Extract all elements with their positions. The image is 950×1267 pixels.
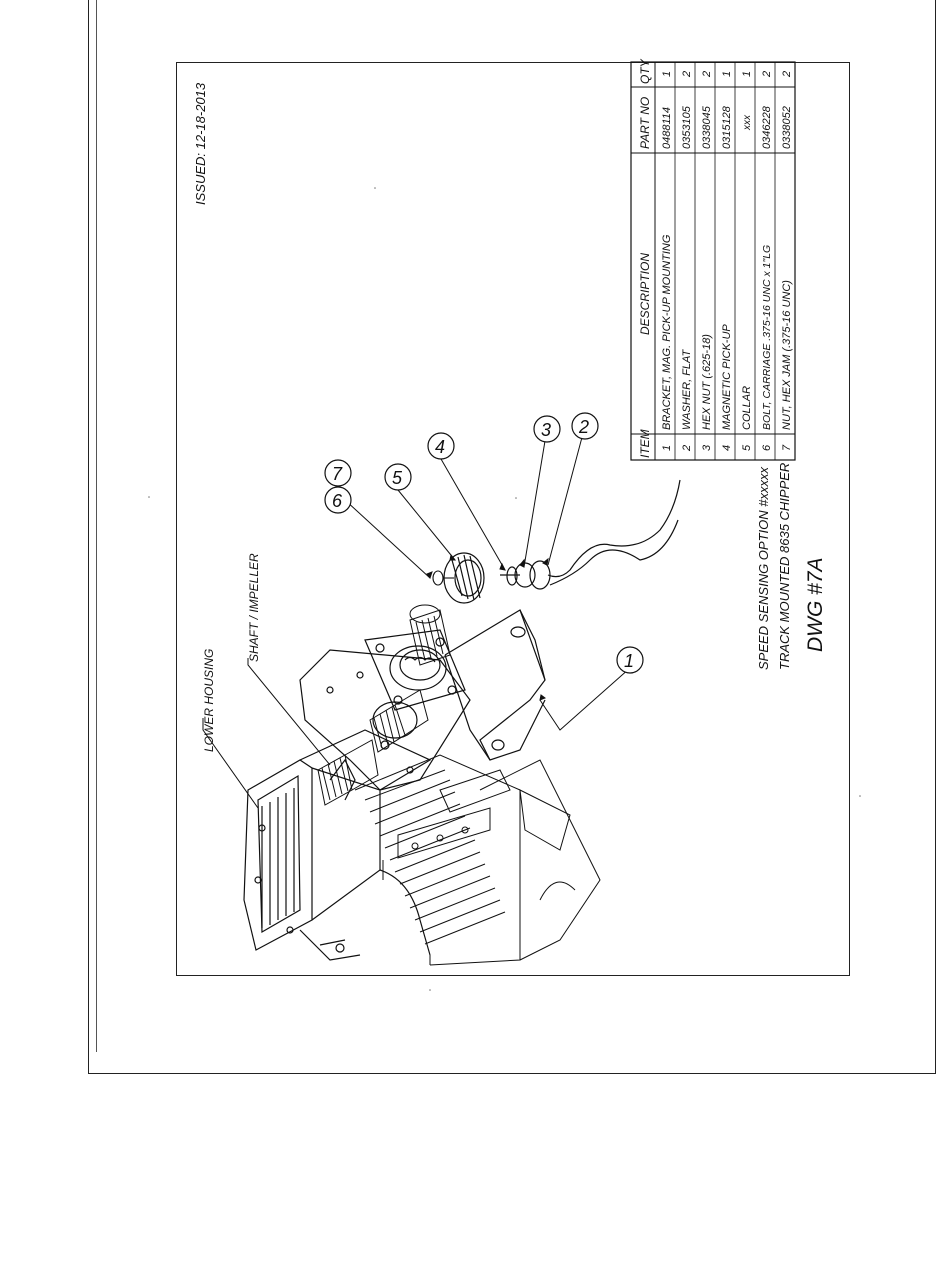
row-qty: 2 [761, 71, 773, 78]
issued-date: ISSUED: 12-18-2013 [193, 82, 208, 205]
callout-4-label: 4 [435, 437, 445, 457]
callout-6: 6 [324, 486, 352, 514]
lower-housing [243, 729, 432, 961]
table-row: 5 COLLAR xxx 1 [741, 71, 753, 451]
callout-1-label: 1 [624, 651, 634, 671]
row-part-no: 0353105 [681, 105, 693, 149]
table-header-item: ITEM [638, 429, 652, 458]
row-qty: 1 [661, 71, 673, 77]
row-qty: 1 [721, 71, 733, 77]
row-description: MAGNETIC PICK-UP [721, 324, 733, 430]
flange-bearing [364, 629, 466, 711]
housing-ribs [354, 754, 601, 966]
table-row: 6 BOLT, CARRIAGE .375-16 UNC x 1"LG 0346… [761, 71, 773, 451]
callout-5-label: 5 [392, 468, 403, 488]
row-item: 2 [681, 445, 693, 452]
row-item: 5 [741, 444, 753, 451]
callout-4: 4 [427, 432, 455, 460]
row-description: BRACKET, MAG. PICK-UP MOUNTING [661, 234, 673, 430]
callout-3: 3 [533, 415, 561, 443]
callout-7-label: 7 [332, 464, 343, 484]
row-item: 1 [661, 445, 673, 451]
row-part-no: 0338045 [701, 105, 713, 149]
row-item: 3 [701, 444, 713, 451]
callout-2: 2 [571, 412, 599, 440]
drawing-number: DWG #7A [804, 557, 827, 652]
table-row: 1 BRACKET, MAG. PICK-UP MOUNTING 0488114… [661, 71, 673, 451]
callout-7: 7 [324, 459, 352, 487]
title-line-2: TRACK MOUNTED 8635 CHIPPER [777, 463, 792, 670]
drawing-sheet [176, 62, 850, 976]
scan-speckles [148, 187, 861, 991]
row-item: 4 [721, 445, 733, 451]
row-qty: 2 [681, 71, 693, 78]
row-part-no: 0315128 [721, 105, 733, 149]
table-header-description: DESCRIPTION [638, 253, 652, 335]
table-row: 3 HEX NUT (.625-18) 0338045 2 [701, 71, 713, 451]
table-row: 2 WASHER, FLAT 0353105 2 [681, 71, 693, 452]
row-description: HEX NUT (.625-18) [701, 334, 713, 430]
margin-rule [96, 0, 97, 1052]
label-lower-housing: LOWER HOUSING [202, 649, 216, 752]
table-header-qty: QTY [638, 58, 652, 84]
row-item: 6 [761, 444, 773, 451]
label-shaft-impeller: SHAFT / IMPELLER [247, 553, 261, 662]
row-qty: 2 [701, 71, 713, 78]
carriage-bolt-and-nut [432, 570, 454, 586]
callout-2-label: 2 [578, 417, 589, 437]
row-description: BOLT, CARRIAGE .375-16 UNC x 1"LG [761, 245, 773, 430]
row-part-no: 0488114 [661, 107, 673, 149]
callout-1: 1 [616, 646, 644, 674]
leader-lines [202, 425, 631, 809]
row-part-no: xxx [742, 114, 753, 131]
row-qty: 1 [741, 71, 753, 77]
row-part-no: 0346228 [761, 105, 773, 149]
magnetic-pickup [500, 479, 681, 590]
callout-5: 5 [384, 463, 412, 491]
callout-3-label: 3 [541, 420, 551, 440]
row-item: 7 [781, 444, 793, 451]
page-frame [88, 0, 936, 1074]
callout-6-label: 6 [332, 491, 343, 511]
row-description: NUT, HEX JAM (.375-16 UNC) [781, 280, 793, 430]
title-line-1: SPEED SENSING OPTION #xxxxx [756, 467, 771, 670]
mounting-plate [299, 649, 471, 791]
row-description: COLLAR [741, 386, 753, 430]
row-qty: 2 [781, 71, 793, 78]
parts-table: ITEM DESCRIPTION PART NO QTY 1 BRACKET, … [630, 58, 796, 461]
collar [443, 552, 485, 604]
row-part-no: 0338052 [781, 106, 793, 149]
splined-shaft-end [409, 604, 451, 666]
shaft-impeller [317, 689, 429, 806]
row-description: WASHER, FLAT [681, 348, 693, 430]
bracket [444, 609, 546, 761]
table-row: 4 MAGNETIC PICK-UP 0315128 1 [721, 71, 733, 451]
table-row: 7 NUT, HEX JAM (.375-16 UNC) 0338052 2 [781, 71, 793, 451]
table-header-part-no: PART NO [638, 97, 652, 149]
